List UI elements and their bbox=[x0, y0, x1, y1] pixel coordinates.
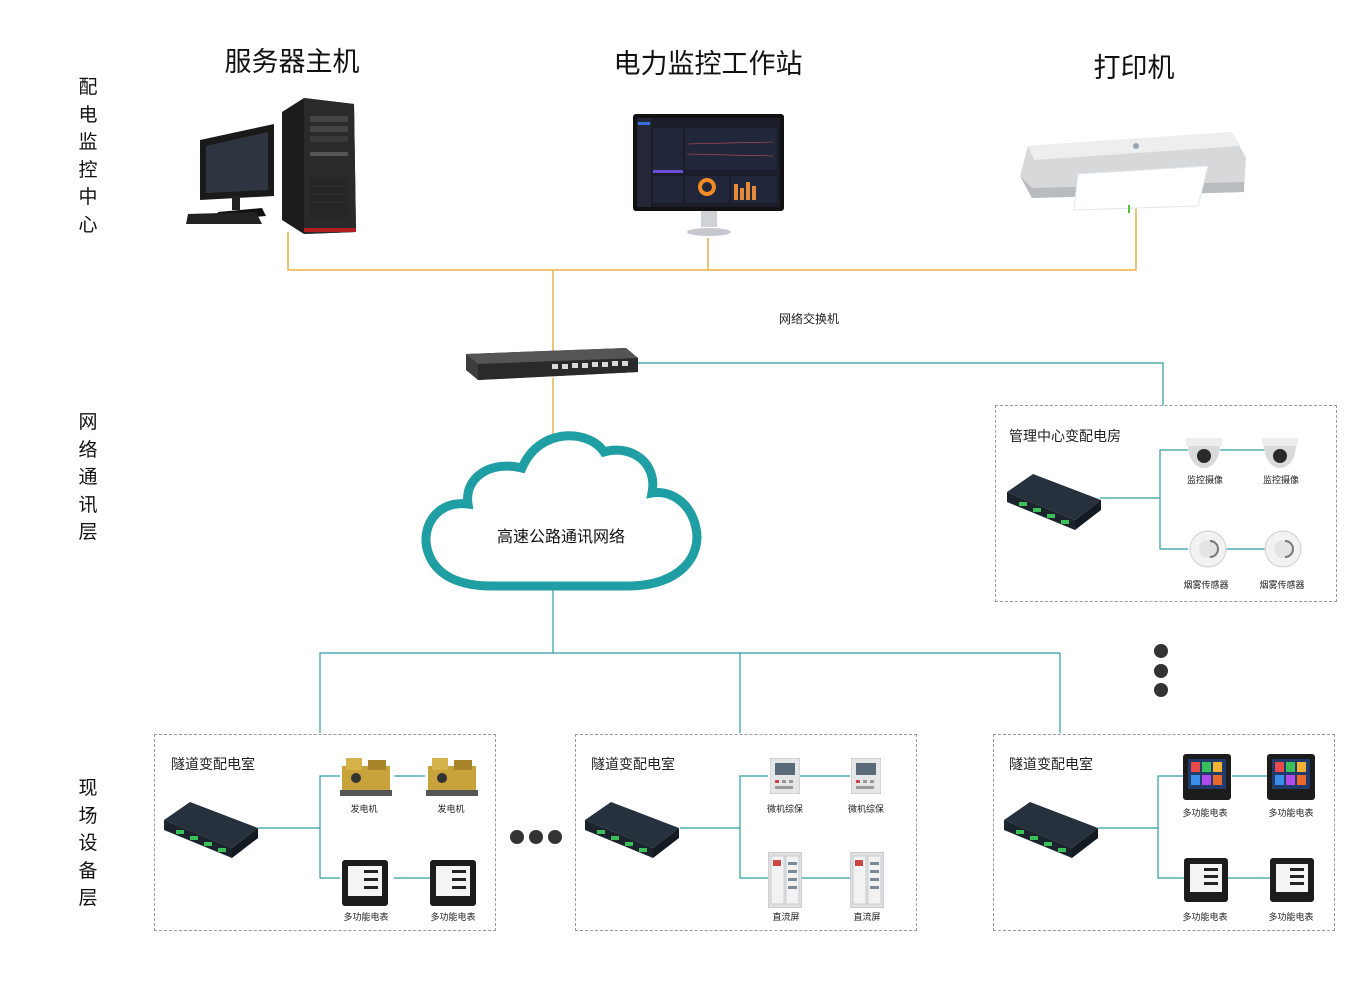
tunnel-room-box bbox=[575, 734, 917, 931]
power-meter-icon bbox=[1184, 858, 1228, 902]
tunnel-room-box bbox=[154, 734, 496, 931]
tunnel-room-title: 隧道变配电室 bbox=[171, 757, 255, 773]
color-power-meter-icon bbox=[1183, 754, 1231, 800]
meter-label: 多功能电表 bbox=[1182, 913, 1228, 923]
smoke-label: 烟雾传感器 bbox=[1259, 581, 1305, 591]
mgmt-room-box bbox=[995, 405, 1337, 602]
generator-icon bbox=[426, 758, 478, 796]
gateway-icon bbox=[1004, 802, 1098, 858]
camera-label: 监控摄像 bbox=[1262, 476, 1300, 486]
power-meter-icon bbox=[342, 860, 388, 906]
relay-label: 微机综保 bbox=[766, 805, 804, 815]
layer-label-field: 现场设备层 bbox=[78, 777, 98, 909]
more-dot bbox=[1154, 644, 1168, 658]
generator-icon bbox=[340, 758, 392, 796]
network-switch-icon bbox=[466, 348, 638, 380]
switch-label: 网络交换机 bbox=[778, 312, 840, 326]
power-meter-icon bbox=[1270, 858, 1314, 902]
dc-panel-icon bbox=[768, 852, 802, 908]
tunnel-room-title: 隧道变配电室 bbox=[591, 757, 675, 773]
mgmt-room-title: 管理中心变配电房 bbox=[1009, 429, 1121, 445]
layer-label-center: 配电监控中心 bbox=[78, 76, 98, 236]
meter-label: 多功能电表 bbox=[1268, 809, 1314, 819]
meter-label: 多功能电表 bbox=[430, 913, 476, 923]
dome-camera-icon bbox=[1262, 438, 1298, 468]
workstation-title: 电力监控工作站 bbox=[613, 49, 803, 80]
gateway-icon bbox=[585, 802, 679, 858]
smoke-sensor-icon bbox=[1264, 530, 1302, 568]
more-dot bbox=[1154, 664, 1168, 678]
server-host-icon bbox=[186, 98, 356, 234]
protection-relay-icon bbox=[770, 758, 800, 794]
color-power-meter-icon bbox=[1267, 754, 1315, 800]
dome-camera-icon bbox=[1186, 438, 1222, 468]
dc-panel-label: 直流屏 bbox=[772, 913, 800, 923]
dc-panel-icon bbox=[850, 852, 884, 908]
field-bus-line bbox=[319, 652, 1061, 733]
generator-label: 发电机 bbox=[350, 805, 378, 815]
tunnel-room-box bbox=[993, 734, 1335, 931]
cloud-label: 高速公路通讯网络 bbox=[496, 527, 626, 546]
dc-panel-label: 直流屏 bbox=[853, 913, 881, 923]
more-dot bbox=[510, 830, 524, 844]
generator-label: 发电机 bbox=[437, 805, 465, 815]
relay-label: 微机综保 bbox=[847, 805, 885, 815]
more-dot bbox=[548, 830, 562, 844]
more-dot bbox=[1154, 683, 1168, 697]
more-dot bbox=[529, 830, 543, 844]
printer-title: 打印机 bbox=[1093, 53, 1175, 84]
meter-label: 多功能电表 bbox=[1182, 809, 1228, 819]
layer-label-network: 网络通讯层 bbox=[78, 411, 98, 543]
tunnel-room-title: 隧道变配电室 bbox=[1009, 757, 1093, 773]
gateway-icon bbox=[164, 802, 258, 858]
cloud-shape bbox=[421, 431, 702, 591]
camera-label: 监控摄像 bbox=[1186, 476, 1224, 486]
smoke-label: 烟雾传感器 bbox=[1183, 581, 1229, 591]
smoke-sensor-icon bbox=[1189, 530, 1227, 568]
protection-relay-icon bbox=[851, 758, 881, 794]
power-meter-icon bbox=[430, 860, 476, 906]
meter-label: 多功能电表 bbox=[343, 913, 389, 923]
switch-to-mgmt-line bbox=[638, 362, 1164, 405]
top-bus-line bbox=[287, 205, 1137, 271]
meter-label: 多功能电表 bbox=[1268, 913, 1314, 923]
printer-icon bbox=[1020, 132, 1246, 213]
server-title: 服务器主机 bbox=[224, 47, 360, 78]
workstation-monitor-icon bbox=[633, 114, 784, 236]
gateway-icon bbox=[1007, 474, 1101, 530]
